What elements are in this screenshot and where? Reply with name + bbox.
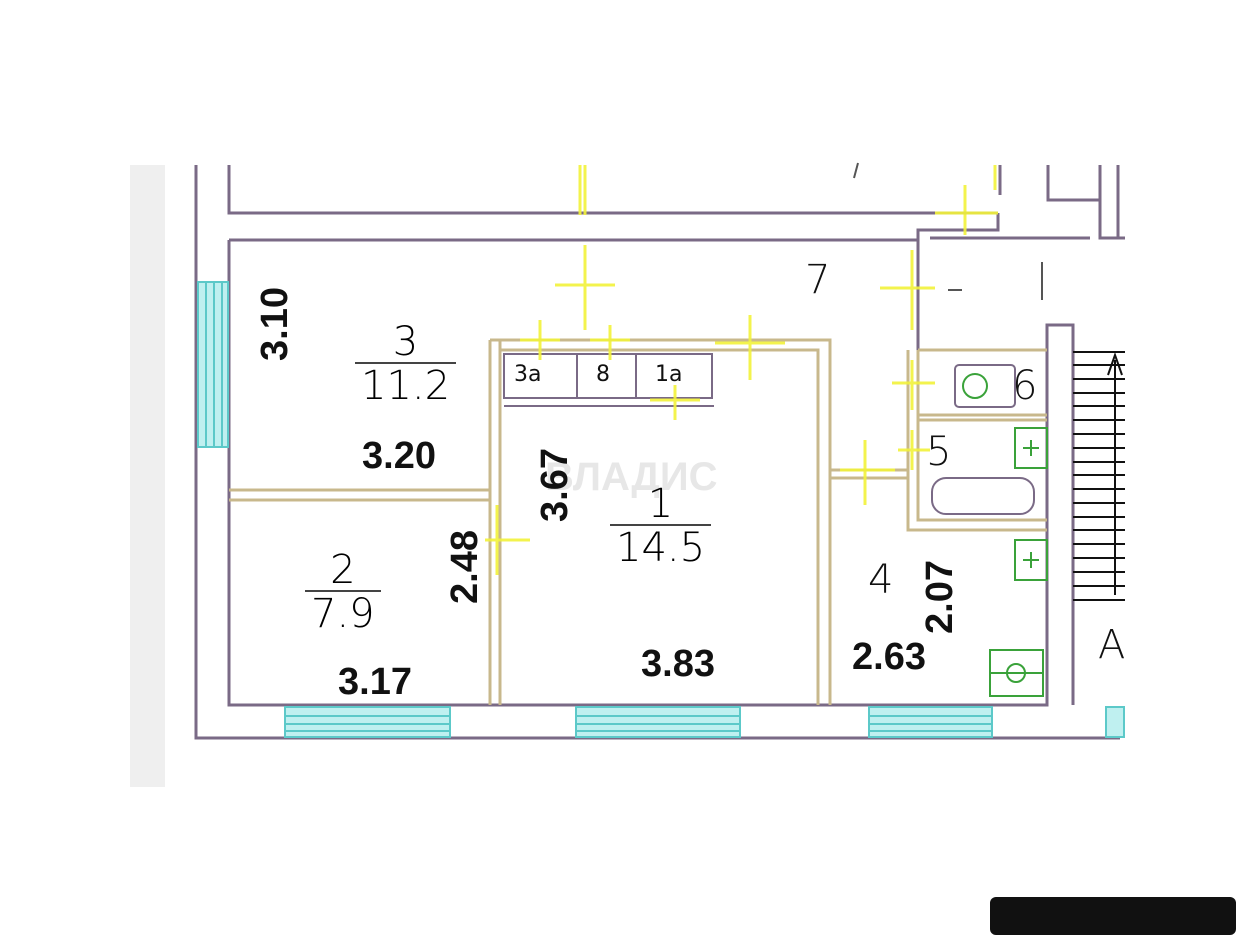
room-4-number: 4 — [868, 557, 894, 603]
room-2-number: 2 — [330, 547, 356, 593]
room-1-depth: 3.67 — [534, 448, 576, 522]
left-margin-strip — [130, 165, 165, 787]
closet-8: 8 — [596, 362, 610, 387]
bathtub-icon — [931, 477, 1035, 515]
room-1-label: 1 14.5 — [610, 481, 712, 568]
staircase — [1073, 351, 1125, 601]
outer-walls — [194, 165, 1125, 740]
room-5-number: 5 — [926, 429, 952, 475]
room-2-label: 2 7.9 — [305, 550, 381, 634]
misc-marks — [853, 162, 1043, 300]
toilet-icon — [954, 364, 1016, 408]
watermark: ВЛАДИС — [545, 455, 718, 499]
bottom-black-bar — [990, 897, 1236, 935]
room-3-area: 11.2 — [355, 362, 457, 406]
room-2-area: 7.9 — [305, 590, 381, 634]
sink-icon-upper — [1014, 427, 1048, 469]
room-4-width: 2.63 — [852, 636, 926, 678]
room-2-depth: 2.48 — [444, 530, 486, 604]
room-3-depth: 3.10 — [254, 287, 296, 361]
room-1-width: 3.83 — [641, 643, 715, 685]
room-6-number: 6 — [1012, 363, 1038, 409]
room-2-width: 3.17 — [338, 661, 412, 703]
sink-icon-lower — [1014, 539, 1048, 581]
room-1-area: 14.5 — [610, 524, 712, 568]
interior-walls — [229, 338, 1047, 705]
closet-3a: 3a — [514, 362, 542, 387]
fixtures — [931, 364, 1048, 697]
closets — [503, 353, 714, 407]
room-7-number: 7 — [805, 257, 831, 303]
windows — [197, 281, 1125, 738]
room-3-width: 3.20 — [362, 435, 436, 477]
room-3-number: 3 — [392, 319, 419, 365]
room-3-label: 3 11.2 — [355, 319, 457, 406]
stair-label: A — [1098, 622, 1126, 668]
door-markers — [485, 165, 998, 575]
room-4-depth: 2.07 — [919, 560, 961, 634]
closet-1a: 1a — [655, 362, 683, 387]
room-1-number: 1 — [647, 481, 674, 527]
